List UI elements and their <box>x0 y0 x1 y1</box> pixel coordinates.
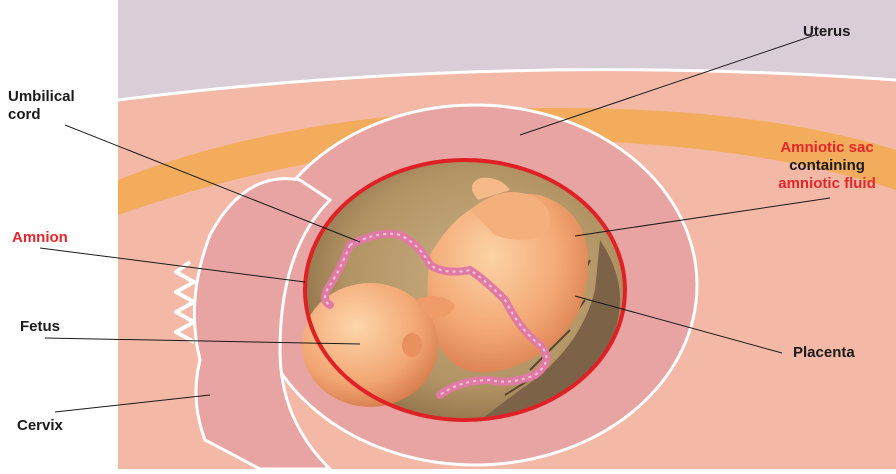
label-amniotic-sac: Amniotic sac containing amniotic fluid <box>762 139 892 193</box>
label-placenta: Placenta <box>793 344 855 362</box>
label-cervix: Cervix <box>17 417 63 435</box>
fetus-ear <box>402 333 422 357</box>
label-fetus: Fetus <box>20 318 60 336</box>
label-amniotic-sac-line1: Amniotic sac <box>762 139 892 157</box>
label-umbilical-cord: Umbilical cord <box>8 88 75 124</box>
label-umbilical-cord-line1: Umbilical <box>8 88 75 106</box>
label-umbilical-cord-line2: cord <box>8 106 75 124</box>
label-uterus: Uterus <box>803 23 851 41</box>
label-amnion: Amnion <box>12 229 68 247</box>
label-amniotic-sac-line3: amniotic fluid <box>762 175 892 193</box>
label-amniotic-sac-line2: containing <box>762 157 892 175</box>
